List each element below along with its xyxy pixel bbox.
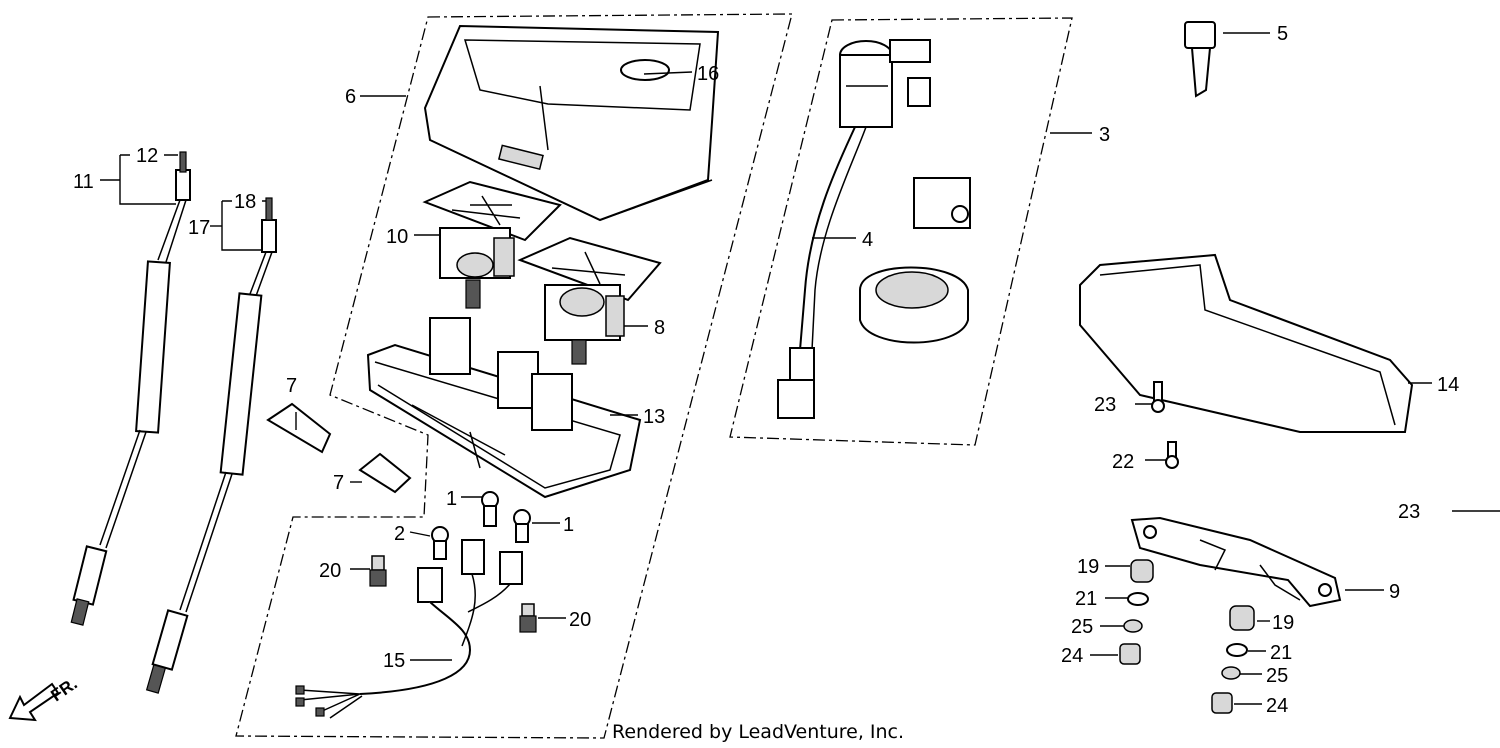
grommet-19-right bbox=[1229, 605, 1255, 631]
callout-8: 8 bbox=[654, 317, 665, 339]
washer-21-right bbox=[1226, 643, 1248, 657]
ignition-switch bbox=[777, 39, 931, 419]
tachometer-cable bbox=[70, 151, 191, 626]
bulb-2 bbox=[431, 526, 449, 560]
washer-21-left bbox=[1127, 592, 1149, 606]
callout-24-left: 24 bbox=[1061, 645, 1083, 667]
speedometer-unit bbox=[517, 236, 662, 365]
callout-25-right: 25 bbox=[1266, 665, 1288, 687]
socket-20-left bbox=[369, 555, 387, 587]
callout-9: 9 bbox=[1389, 581, 1400, 603]
callout-20-left: 20 bbox=[319, 560, 341, 582]
callout-7-lower: 7 bbox=[333, 472, 344, 494]
meter-bracket-cover bbox=[1079, 253, 1414, 433]
render-credit: Rendered by LeadVenture, Inc. bbox=[612, 721, 904, 743]
callout-4: 4 bbox=[862, 229, 873, 251]
callout-1-upper: 1 bbox=[446, 488, 457, 510]
callout-14: 14 bbox=[1437, 374, 1459, 396]
tachometer-unit bbox=[422, 180, 562, 309]
meter-lower-case bbox=[366, 317, 642, 499]
callout-3: 3 bbox=[1099, 124, 1110, 146]
grommet-19-left bbox=[1130, 559, 1154, 583]
meter-assembly-outline bbox=[235, 13, 793, 739]
nut-24-left bbox=[1119, 643, 1141, 665]
bolt-22 bbox=[1165, 441, 1179, 469]
bolt-23-upper bbox=[1151, 381, 1165, 413]
callout-24-right: 24 bbox=[1266, 695, 1288, 717]
callout-13: 13 bbox=[643, 406, 665, 428]
callout-7-upper: 7 bbox=[286, 375, 297, 397]
callout-2: 2 bbox=[394, 523, 405, 545]
callout-15: 15 bbox=[383, 650, 405, 672]
indicator-lens-upper bbox=[266, 402, 332, 454]
callout-21-left: 21 bbox=[1075, 588, 1097, 610]
indicator-lens-lower bbox=[358, 452, 412, 494]
speedometer-cable bbox=[145, 197, 277, 694]
leader-lines bbox=[100, 32, 1500, 705]
switch-knob bbox=[859, 266, 969, 344]
callout-23-right: 23 bbox=[1398, 501, 1420, 523]
washer-25-right bbox=[1221, 666, 1241, 680]
callout-18: 18 bbox=[234, 191, 256, 213]
callout-21-right: 21 bbox=[1270, 642, 1292, 664]
callout-20-right: 20 bbox=[569, 609, 591, 631]
callout-23-upper: 23 bbox=[1094, 394, 1116, 416]
callout-19-left: 19 bbox=[1077, 556, 1099, 578]
bulb-1-upper bbox=[481, 491, 499, 527]
callout-6: 6 bbox=[345, 86, 356, 108]
socket-20-right bbox=[519, 603, 537, 633]
callout-22: 22 bbox=[1112, 451, 1134, 473]
washer-25-left bbox=[1123, 619, 1143, 633]
callout-10: 10 bbox=[386, 226, 408, 248]
meter-mount-bracket bbox=[1130, 516, 1342, 608]
front-arrow-label: FR. bbox=[47, 674, 80, 705]
callout-16: 16 bbox=[697, 63, 719, 85]
ignition-switch-outline bbox=[729, 17, 1073, 446]
callout-17: 17 bbox=[188, 217, 210, 239]
ignition-key bbox=[1184, 21, 1216, 98]
callout-11: 11 bbox=[73, 171, 94, 193]
callout-19-right: 19 bbox=[1272, 612, 1294, 634]
callout-25-left: 25 bbox=[1071, 616, 1093, 638]
front-direction-arrow: FR. bbox=[8, 674, 81, 722]
nut-24-right bbox=[1211, 692, 1233, 714]
bulb-1-right bbox=[513, 509, 531, 543]
callout-5: 5 bbox=[1277, 23, 1288, 45]
callout-1-right: 1 bbox=[563, 514, 574, 536]
callout-12: 12 bbox=[136, 145, 158, 167]
switch-body bbox=[913, 177, 971, 229]
meter-wire-harness bbox=[295, 539, 523, 719]
